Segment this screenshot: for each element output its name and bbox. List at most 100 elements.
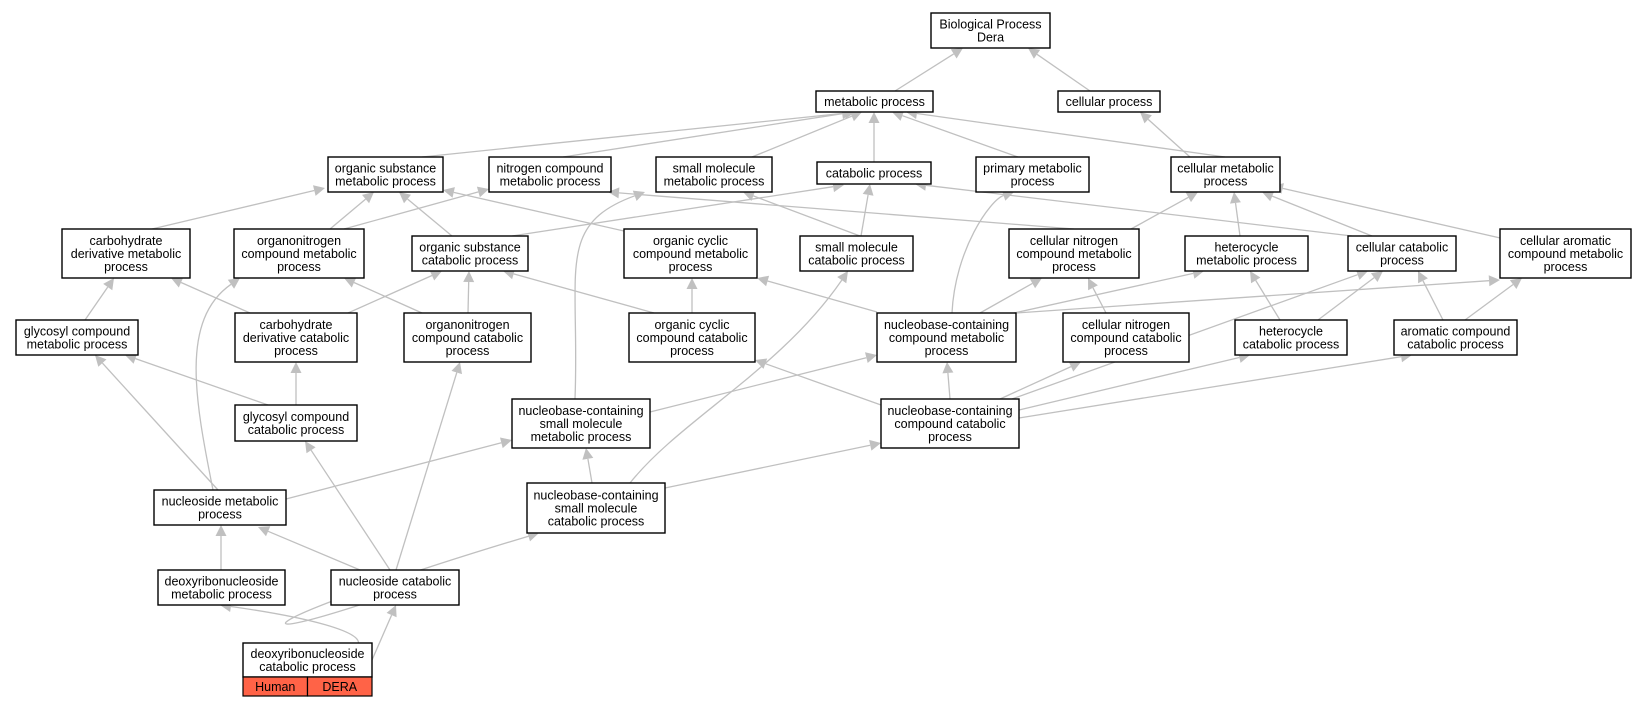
edge-arrowhead <box>632 190 645 201</box>
edge-glycosyl_met-to-carb_deriv_met <box>84 278 114 321</box>
edge-line <box>453 191 647 237</box>
edge-line <box>765 363 882 406</box>
edge-arrowhead <box>171 277 184 288</box>
term-node-catabolic[interactable]: catabolic process <box>816 161 932 185</box>
edge-arrowhead <box>429 270 442 281</box>
edge-cellular-to-root <box>1028 48 1091 92</box>
edge-nb_small_cat-to-small_mol_cat <box>629 271 848 484</box>
term-node-box <box>1184 235 1309 272</box>
edge-nb_small_cat-to-nb_small_met <box>582 448 594 484</box>
term-label-line: catabolic process <box>1407 338 1504 352</box>
term-label-line: catabolic process <box>248 423 345 437</box>
edge-arrowhead <box>868 112 880 123</box>
edge-arrowhead <box>344 277 357 288</box>
term-node-box <box>815 90 934 113</box>
term-label-line: nitrogen compound <box>496 162 603 176</box>
edge-line <box>371 614 393 661</box>
term-label-line: organic substance <box>419 241 521 255</box>
edge-nucleoside_cat-to-glycosyl_cat <box>305 441 391 571</box>
edge-line <box>135 357 269 406</box>
edge-line <box>753 195 861 237</box>
edge-nb_cont_met-to-org_cyc_met <box>757 275 878 313</box>
edge-org_cyc_met-to-org_sub_met <box>443 187 647 237</box>
edge-line <box>511 186 834 237</box>
edge-carb_deriv_cat-to-org_sub_cat <box>347 270 442 314</box>
edge-arrowhead <box>125 353 138 364</box>
term-label-line: Dera <box>977 31 1004 45</box>
term-label-line: process <box>669 260 713 274</box>
term-label-line: process <box>198 508 242 522</box>
term-node-metabolic[interactable]: metabolic process <box>815 90 934 113</box>
term-label-line: cellular aromatic <box>1520 234 1611 248</box>
edge-arrowhead <box>1028 48 1041 59</box>
edge-nb_small_met-to-nb_cont_met <box>649 352 877 413</box>
edge-line <box>180 281 251 314</box>
term-label-line: catabolic process <box>548 515 645 529</box>
term-label-line: process <box>1380 254 1424 268</box>
edge-nucleoside_met-to-glycosyl_met <box>95 355 219 491</box>
term-label-line: glycosyl compound <box>24 325 130 339</box>
term-label-line: organic substance <box>335 162 437 176</box>
edge-line <box>267 530 361 571</box>
edge-line <box>767 280 878 313</box>
term-node-box <box>628 312 756 363</box>
term-node-box <box>1008 228 1140 279</box>
edge-organonitro_met-to-nitro_met <box>343 186 489 230</box>
edge-line <box>925 184 1353 237</box>
term-label-line: organonitrogen <box>257 234 341 248</box>
term-label-line: compound catabolic <box>412 331 523 345</box>
term-label-line: catabolic process <box>422 254 519 268</box>
term-node-box <box>623 228 758 279</box>
edge-arrowhead <box>1262 191 1275 202</box>
edge-small_mol_met-to-metabolic <box>751 111 862 158</box>
term-label-line: cellular process <box>1066 95 1153 109</box>
term-label-line: nucleoside metabolic <box>162 495 279 509</box>
edge-arrowhead <box>1418 271 1428 284</box>
term-node-box <box>488 156 612 193</box>
edge-cell_nitro_cat-to-cell_nitro_met <box>1088 278 1107 314</box>
edge-nb_small_cat-to-nb_cont_cat <box>664 439 881 489</box>
edge-line <box>1422 280 1444 321</box>
term-node-box <box>930 12 1051 49</box>
term-node-cellular[interactable]: cellular process <box>1057 90 1161 113</box>
term-label-line: compound catabolic <box>636 331 747 345</box>
edge-line <box>999 366 1072 400</box>
term-label-line: process <box>1204 175 1248 189</box>
edge-arom_cat-to-cell_arom_met <box>1418 271 1444 321</box>
edge-arrowhead <box>1509 278 1522 289</box>
term-label-line: process <box>1544 260 1588 274</box>
edge-glycosyl_cat-to-carb_deriv_cat <box>290 362 302 405</box>
